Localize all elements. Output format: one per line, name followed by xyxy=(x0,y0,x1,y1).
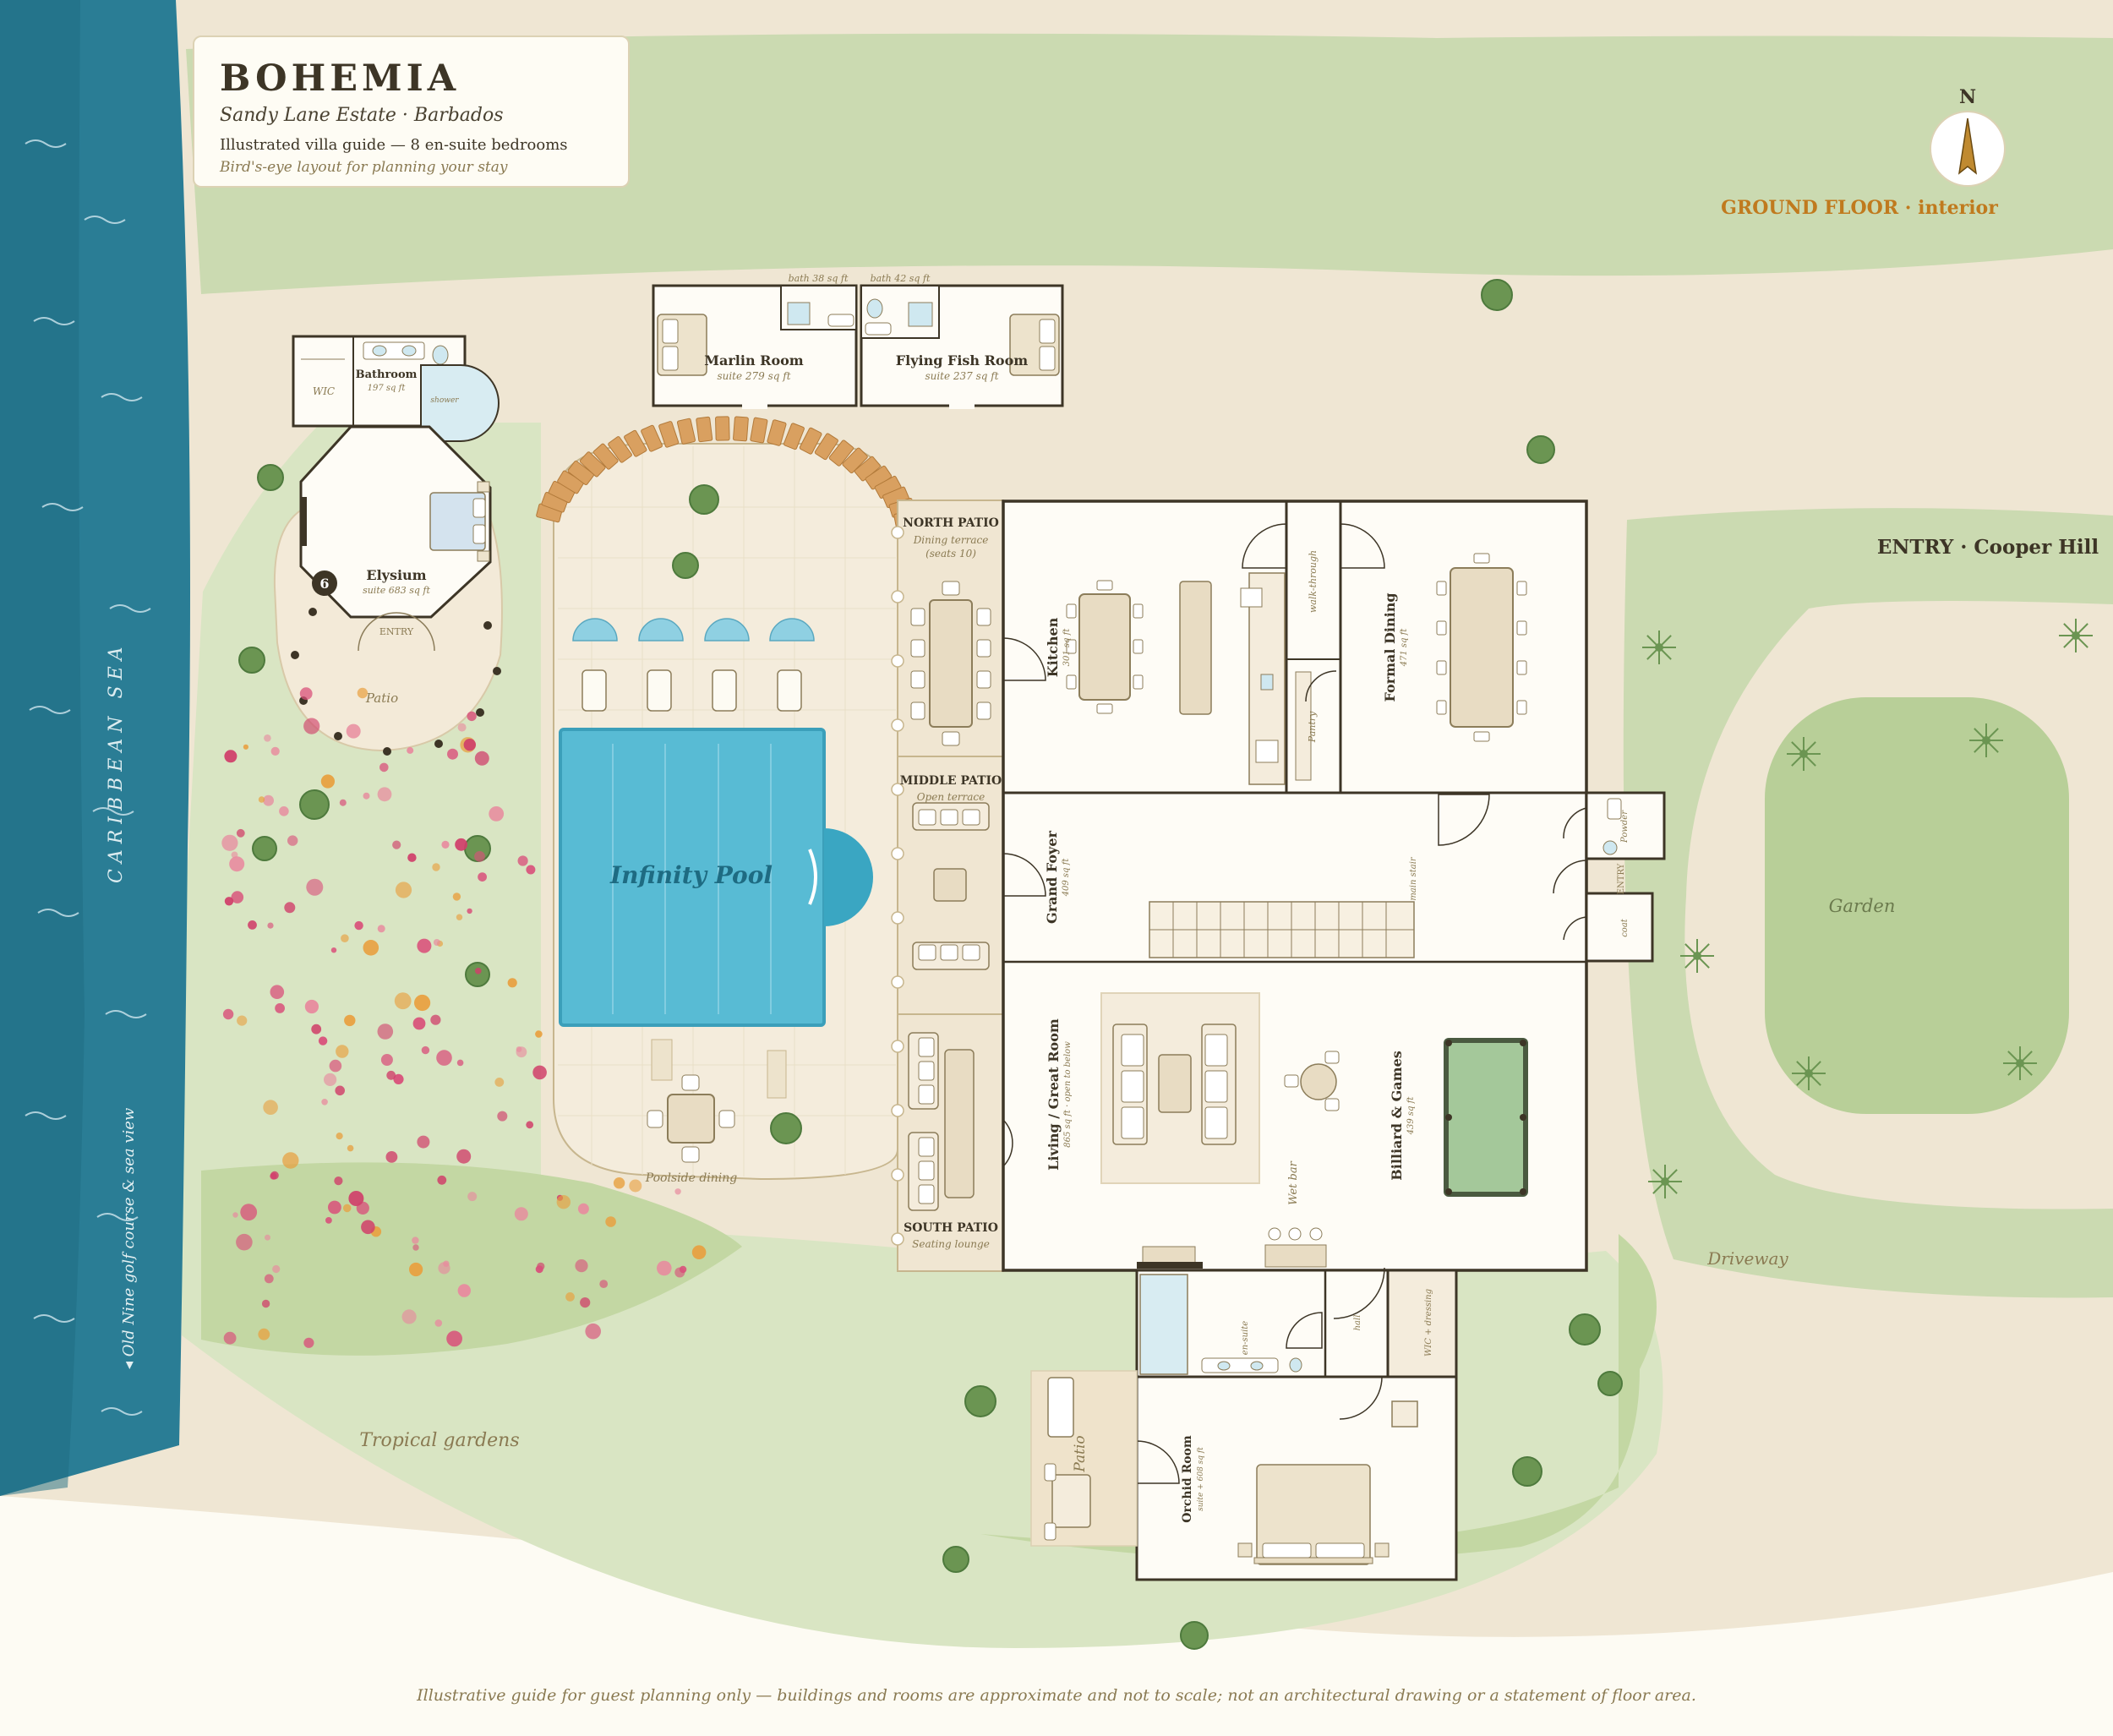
palm-trees xyxy=(1642,619,2093,1198)
elysium-shower: shower xyxy=(430,396,459,405)
orchid-area: suite + 608 sq ft xyxy=(1197,1447,1205,1511)
south-patio-sub1: Seating lounge xyxy=(912,1238,990,1250)
main-house xyxy=(1002,500,1666,1272)
flying-fish-name: Flying Fish Room xyxy=(896,352,1028,368)
living-name: Living / Great Room xyxy=(1046,1018,1062,1171)
wic-dressing-label: WIC + dressing xyxy=(1424,1289,1433,1357)
wet-bar-label: Wet bar xyxy=(1287,1160,1300,1204)
south-patio-lounge xyxy=(908,1032,975,1211)
living-area: 865 sq ft · open to below xyxy=(1063,1041,1073,1148)
flower-beds xyxy=(221,687,707,1348)
elysium-patio-label: Patio xyxy=(365,691,398,706)
garden-lawn xyxy=(1765,697,2069,1114)
elysium-suite xyxy=(273,335,503,752)
hall-label: hall xyxy=(1353,1315,1362,1331)
powder-label: Powder xyxy=(1620,810,1630,843)
entry-small-label: ENTRY xyxy=(1617,863,1626,894)
wave-marks xyxy=(25,139,151,1416)
compass-north: N xyxy=(1959,86,1976,108)
entry-label: ENTRY · Cooper Hill xyxy=(1877,536,2099,559)
villa-location: Sandy Lane Estate · Barbados xyxy=(220,105,504,126)
title-card: BOHEMIA Sandy Lane Estate · Barbados Ill… xyxy=(193,35,630,188)
villa-tagline: Bird's-eye layout for planning your stay xyxy=(220,159,508,176)
middle-patio-furniture xyxy=(912,802,990,970)
compass xyxy=(1930,111,2006,187)
middle-patio-sub1: Open terrace xyxy=(917,791,986,803)
north-patio-sub2: (seats 10) xyxy=(925,548,976,560)
guest-wing-north xyxy=(652,284,1064,409)
garden-steps xyxy=(536,416,923,549)
pantry-label: Pantry xyxy=(1307,711,1318,743)
formal-dining-area: 471 sq ft xyxy=(1400,628,1409,668)
flying-fish-bath: bath 42 sq ft xyxy=(871,273,931,284)
poolside-dining-table xyxy=(647,1074,735,1163)
billiard-area: 439 sq ft xyxy=(1406,1096,1416,1136)
marlin-area: suite 279 sq ft xyxy=(717,370,790,382)
north-patio-sub1: Dining terrace xyxy=(913,534,989,546)
elysium-entry: ENTRY xyxy=(379,626,414,637)
orchid-wing xyxy=(1030,1267,1458,1581)
tropical-gardens-label: Tropical gardens xyxy=(359,1430,519,1451)
trees xyxy=(238,279,1623,1650)
footnote: Illustrative guide for guest planning on… xyxy=(417,1686,1696,1705)
main-stair-label: main stair xyxy=(1409,856,1418,901)
sun-loungers xyxy=(572,618,815,1099)
south-patio-name: SOUTH PATIO xyxy=(904,1221,998,1235)
elysium-bath-name: Bathroom xyxy=(356,368,418,381)
garden-label: Garden xyxy=(1829,896,1896,916)
villa-name: BOHEMIA xyxy=(220,57,461,100)
elysium-area: suite 683 sq ft xyxy=(363,585,430,596)
pool-label: Infinity Pool xyxy=(609,861,773,889)
golf-note: ◂ Old Nine golf course & sea view xyxy=(120,1107,138,1369)
walk-through-label: walk-through xyxy=(1308,550,1319,613)
elysium-wic: WIC xyxy=(313,385,335,397)
middle-patio-name: MIDDLE PATIO xyxy=(900,774,1002,788)
billiard-name: Billiard & Games xyxy=(1389,1051,1405,1181)
north-lawn xyxy=(186,33,2113,294)
elysium-name: Elysium xyxy=(366,567,426,583)
marlin-name: Marlin Room xyxy=(704,352,804,368)
elysium-bath-area: 197 sq ft xyxy=(368,384,407,393)
poolside-dining-label: Poolside dining xyxy=(645,1171,737,1185)
sea-label: CARIBBEAN SEA xyxy=(106,641,127,883)
en-suite-label: en-suite xyxy=(1241,1321,1250,1356)
north-patio-name: NORTH PATIO xyxy=(903,516,999,530)
villa-summary: Illustrated villa guide — 8 en-suite bed… xyxy=(220,136,568,154)
kitchen-area: 301 sq ft xyxy=(1062,628,1072,667)
kitchen-name: Kitchen xyxy=(1045,617,1061,677)
marlin-bath: bath 38 sq ft xyxy=(789,273,849,284)
orchid-patio-label: Patio xyxy=(1072,1435,1089,1472)
north-patio-table xyxy=(910,581,991,746)
grand-foyer-name: Grand Foyer xyxy=(1044,830,1060,923)
formal-dining-name: Formal Dining xyxy=(1382,592,1398,701)
pool-spa xyxy=(824,828,873,926)
orchid-name: Orchid Room xyxy=(1181,1435,1194,1523)
floor-label: GROUND FLOOR · interior xyxy=(1721,197,1998,219)
flying-fish-area: suite 237 sq ft xyxy=(925,370,998,382)
grand-foyer-area: 409 sq ft xyxy=(1062,858,1071,898)
driveway-label: Driveway xyxy=(1706,1248,1788,1269)
coat-label: coat xyxy=(1620,918,1630,937)
elysium-badge: 6 xyxy=(319,576,329,592)
